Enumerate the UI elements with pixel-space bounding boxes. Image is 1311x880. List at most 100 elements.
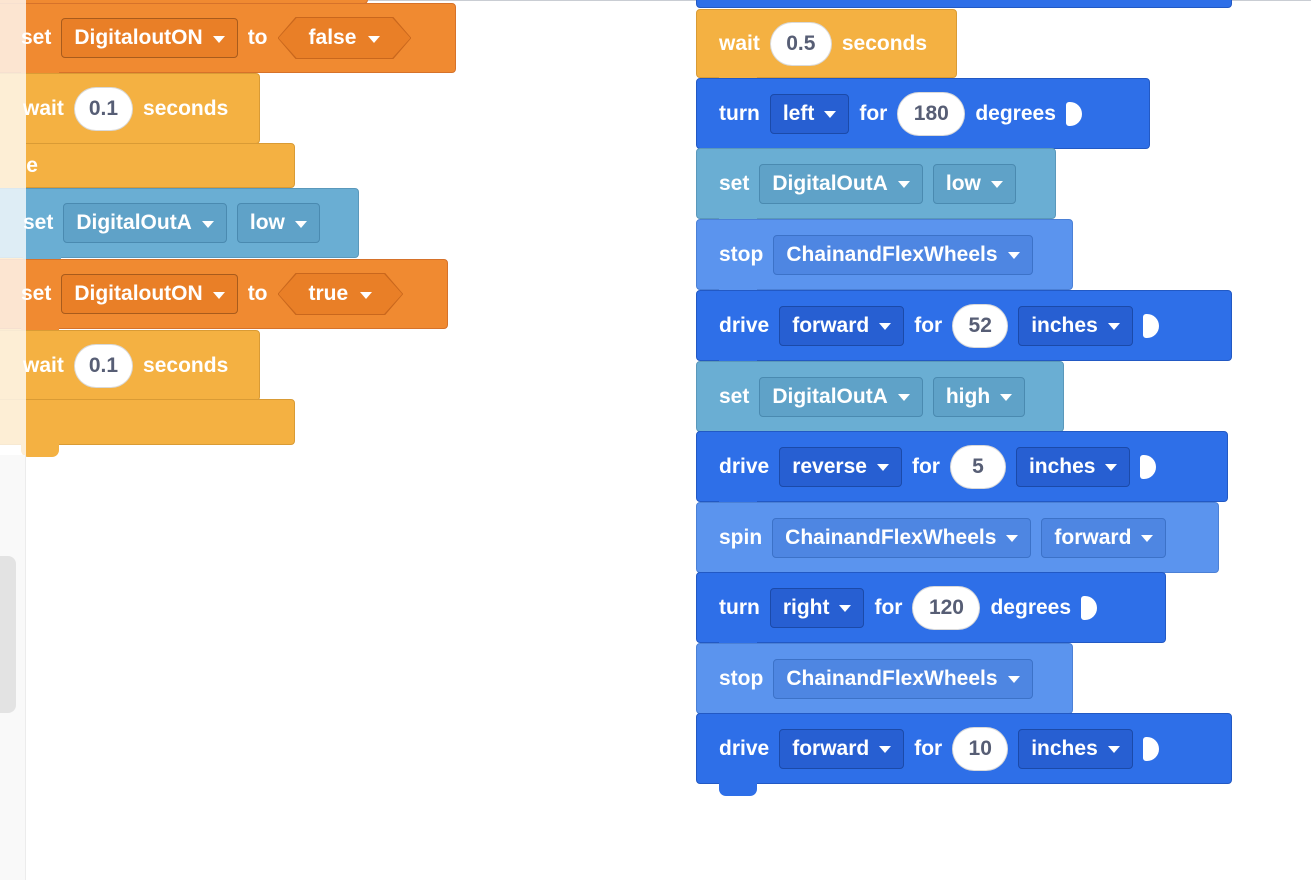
palette-scrollbar[interactable] (0, 556, 16, 713)
block-keyword: stop (719, 242, 764, 266)
number-input[interactable]: 120 (912, 585, 981, 630)
turn-left-block[interactable]: turn left for 180 degrees (696, 78, 1150, 161)
drive-forward-block[interactable]: drive forward for 10 inches (696, 713, 1232, 796)
variable-dropdown[interactable]: DigitaloutON (61, 18, 238, 58)
block-stub-top[interactable] (696, 0, 1232, 8)
block-keyword: set (719, 171, 750, 195)
block-keyword: stop (719, 666, 764, 690)
motor-group-dropdown[interactable]: ChainandFlexWheels (773, 234, 1033, 275)
caret-down-icon (1105, 464, 1118, 471)
set-digital-out-block[interactable]: set DigitalOutA low (696, 148, 1056, 231)
dropdown-value: forward (1054, 525, 1132, 549)
number-input[interactable]: 0.5 (769, 21, 832, 66)
caret-down-icon (990, 181, 1003, 188)
unit-dropdown[interactable]: inches (1018, 305, 1133, 346)
number-value: 0.1 (88, 353, 119, 377)
number-input[interactable]: 5 (949, 444, 1006, 489)
caret-down-icon (876, 464, 889, 471)
boolean-slot[interactable]: true (278, 273, 404, 315)
port-dropdown[interactable]: DigitalOutA (63, 203, 227, 243)
dropdown-value: inches (1031, 736, 1098, 760)
number-input[interactable]: 0.1 (73, 343, 134, 388)
block-keyword: wait (23, 96, 64, 120)
block-keyword: set (21, 26, 52, 49)
play-arrow-icon[interactable] (1140, 454, 1157, 479)
direction-dropdown[interactable]: forward (779, 305, 905, 346)
stop-motor-group-block[interactable]: stop ChainandFlexWheels (696, 219, 1073, 302)
unit-label: degrees (975, 101, 1056, 125)
wait-block[interactable]: wait 0.1 seconds (0, 73, 260, 156)
stop-motor-group-block[interactable]: stop ChainandFlexWheels (696, 643, 1073, 726)
dropdown-value: DigitalOutA (76, 211, 192, 234)
drive-reverse-block[interactable]: drive reverse for 5 inches (696, 431, 1228, 514)
motor-group-dropdown[interactable]: ChainandFlexWheels (772, 517, 1032, 558)
set-digitalouton-true-block[interactable]: set DigitaloutON to true (0, 259, 448, 341)
caret-down-icon (839, 605, 852, 612)
drive-forward-block[interactable]: drive forward for 52 inches (696, 290, 1232, 373)
block-keyword-for: for (914, 736, 943, 760)
unit-label: seconds (143, 353, 229, 377)
direction-dropdown[interactable]: forward (779, 728, 905, 769)
block-keyword-to: to (247, 282, 268, 305)
set-digital-out-block[interactable]: set DigitalOutA high (696, 361, 1064, 444)
wait-block[interactable]: wait 0.1 seconds (0, 330, 260, 401)
number-value: 52 (968, 313, 992, 337)
boolean-slot[interactable]: false (278, 17, 412, 59)
if-else-bottom-cap[interactable] (0, 399, 295, 457)
number-input[interactable]: 0.1 (73, 86, 134, 131)
set-digitalouton-false-block[interactable]: set DigitaloutON to false (0, 3, 456, 85)
port-dropdown[interactable]: DigitalOutA (759, 163, 923, 204)
block-keyword-for: for (914, 313, 943, 337)
unit-dropdown[interactable]: inches (1018, 728, 1133, 769)
caret-down-icon (897, 181, 910, 188)
number-value: 5 (972, 454, 984, 478)
play-arrow-icon[interactable] (1081, 595, 1098, 620)
block-notch (719, 783, 757, 796)
caret-down-icon (1007, 252, 1020, 259)
number-input[interactable]: 180 (897, 91, 966, 136)
dropdown-value: forward (792, 736, 870, 760)
turn-right-block[interactable]: turn right for 120 degrees (696, 572, 1166, 655)
unit-label: degrees (990, 595, 1072, 619)
caret-down-icon (360, 292, 372, 299)
block-keyword-to: to (247, 26, 268, 49)
wait-block[interactable]: wait 0.5 seconds (696, 9, 957, 90)
set-digital-out-block[interactable]: set DigitalOutA low (0, 188, 359, 270)
else-block[interactable]: else (0, 143, 295, 188)
caret-down-icon (201, 220, 214, 228)
play-arrow-icon[interactable] (1142, 736, 1159, 761)
caret-down-icon (879, 746, 892, 753)
motor-group-dropdown[interactable]: ChainandFlexWheels (773, 658, 1033, 699)
number-value: 0.5 (786, 31, 816, 55)
state-dropdown[interactable]: low (236, 203, 320, 243)
dropdown-value: DigitaloutON (74, 282, 203, 305)
dropdown-value: high (945, 384, 991, 408)
port-dropdown[interactable]: DigitalOutA (759, 376, 923, 417)
variable-dropdown[interactable]: DigitaloutON (61, 274, 238, 314)
direction-dropdown[interactable]: right (769, 587, 865, 628)
palette-edge-overlay (0, 0, 26, 455)
direction-dropdown[interactable]: left (769, 93, 850, 134)
direction-dropdown[interactable]: forward (1041, 517, 1167, 558)
number-input[interactable]: 10 (952, 726, 1009, 771)
block-keyword: drive (719, 736, 770, 760)
state-dropdown[interactable]: high (932, 376, 1026, 417)
spin-motor-group-block[interactable]: spin ChainandFlexWheels forward (696, 502, 1219, 585)
dropdown-value: ChainandFlexWheels (785, 525, 997, 549)
block-keyword-for: for (859, 101, 888, 125)
block-keyword-for: for (874, 595, 903, 619)
direction-dropdown[interactable]: reverse (779, 446, 902, 487)
caret-down-icon (1000, 394, 1013, 401)
play-arrow-icon[interactable] (1142, 313, 1159, 338)
unit-dropdown[interactable]: inches (1015, 446, 1131, 487)
dropdown-value: ChainandFlexWheels (786, 242, 998, 266)
caret-down-icon (1107, 746, 1120, 753)
caret-down-icon (879, 323, 892, 330)
state-dropdown[interactable]: low (932, 163, 1016, 204)
dropdown-value: low (249, 211, 285, 234)
caret-down-icon (1107, 323, 1120, 330)
play-arrow-icon[interactable] (1065, 101, 1082, 126)
block-keyword: set (21, 282, 52, 305)
number-input[interactable]: 52 (952, 303, 1009, 348)
